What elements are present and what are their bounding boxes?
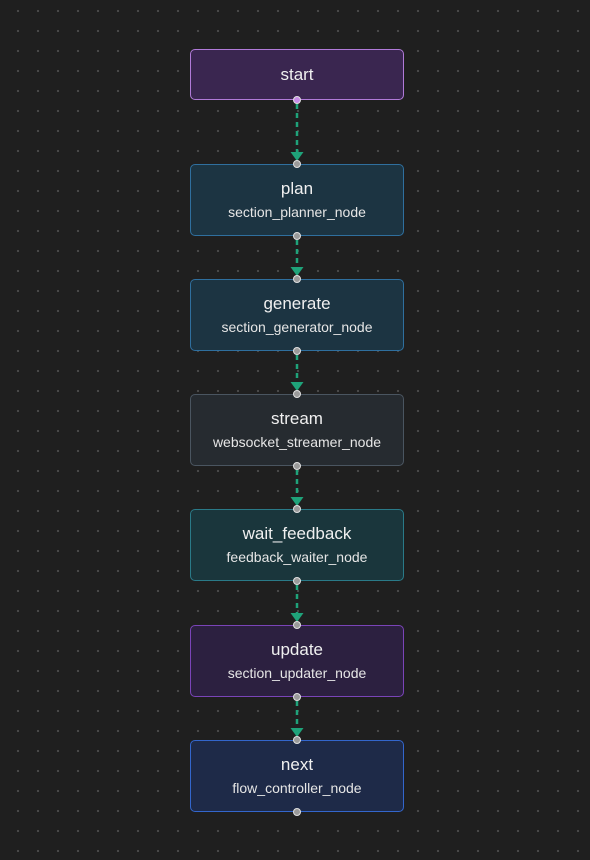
node-title: plan	[280, 179, 314, 198]
node-subtitle: section_updater_node	[227, 665, 367, 681]
target-handle[interactable]	[293, 621, 301, 629]
node-update[interactable]: update section_updater_node	[190, 625, 404, 697]
node-subtitle: section_planner_node	[228, 204, 366, 220]
target-handle[interactable]	[293, 275, 301, 283]
node-subtitle: flow_controller_node	[232, 780, 362, 796]
node-subtitle: feedback_waiter_node	[226, 549, 368, 565]
node-title: generate	[263, 294, 331, 313]
node-next[interactable]: next flow_controller_node	[190, 740, 404, 812]
target-handle[interactable]	[293, 390, 301, 398]
node-subtitle: websocket_streamer_node	[212, 434, 382, 450]
arrowhead-icon	[290, 152, 304, 161]
node-title: update	[271, 640, 323, 659]
node-title: wait_feedback	[242, 524, 352, 543]
arrowhead-icon	[290, 497, 304, 506]
arrowhead-icon	[290, 382, 304, 391]
source-handle[interactable]	[293, 577, 301, 585]
node-title: next	[280, 755, 314, 774]
target-handle[interactable]	[293, 736, 301, 744]
node-title: start	[280, 64, 314, 84]
node-title: stream	[271, 409, 323, 428]
target-handle[interactable]	[293, 160, 301, 168]
source-handle[interactable]	[293, 96, 301, 104]
source-handle[interactable]	[293, 808, 301, 816]
node-plan[interactable]: plan section_planner_node	[190, 164, 404, 236]
node-start[interactable]: start	[190, 49, 404, 100]
arrowhead-icon	[290, 728, 304, 737]
source-handle[interactable]	[293, 462, 301, 470]
source-handle[interactable]	[293, 693, 301, 701]
node-stream[interactable]: stream websocket_streamer_node	[190, 394, 404, 466]
node-generate[interactable]: generate section_generator_node	[190, 279, 404, 351]
target-handle[interactable]	[293, 505, 301, 513]
node-subtitle: section_generator_node	[221, 319, 373, 335]
source-handle[interactable]	[293, 232, 301, 240]
node-wait-feedback[interactable]: wait_feedback feedback_waiter_node	[190, 509, 404, 581]
arrowhead-icon	[290, 267, 304, 276]
source-handle[interactable]	[293, 347, 301, 355]
arrowhead-icon	[290, 613, 304, 622]
